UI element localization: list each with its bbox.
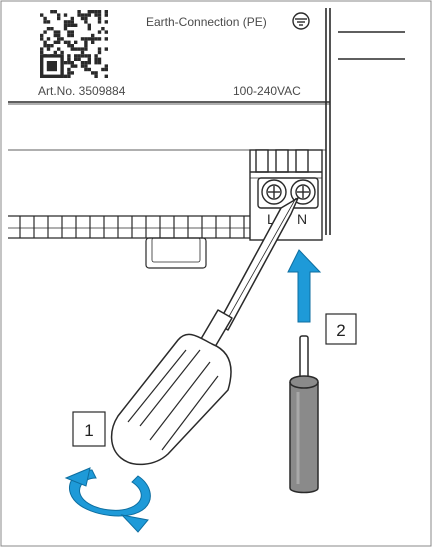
device-housing [8, 8, 405, 235]
rotation-arrow-icon [64, 467, 151, 533]
connector-strip [8, 215, 252, 269]
qr-code-icon [40, 10, 108, 78]
cable-icon [289, 335, 319, 494]
screwdriver-icon [110, 197, 299, 466]
earth-connection-label: Earth-Connection (PE) [146, 15, 267, 29]
terminal-l-label: L [267, 211, 275, 227]
terminal-n-label: N [297, 211, 307, 227]
article-number-label: Art.No. 3509884 [38, 84, 126, 98]
svg-text:2: 2 [336, 321, 345, 340]
terminal-screw-l-icon [261, 179, 287, 205]
insert-arrow-icon [287, 249, 322, 323]
step-2-box: 2 [325, 313, 357, 345]
svg-text:1: 1 [84, 421, 93, 440]
step-1-box: 1 [72, 411, 106, 447]
voltage-label: 100-240VAC [233, 84, 301, 98]
earth-symbol-icon [292, 12, 310, 30]
